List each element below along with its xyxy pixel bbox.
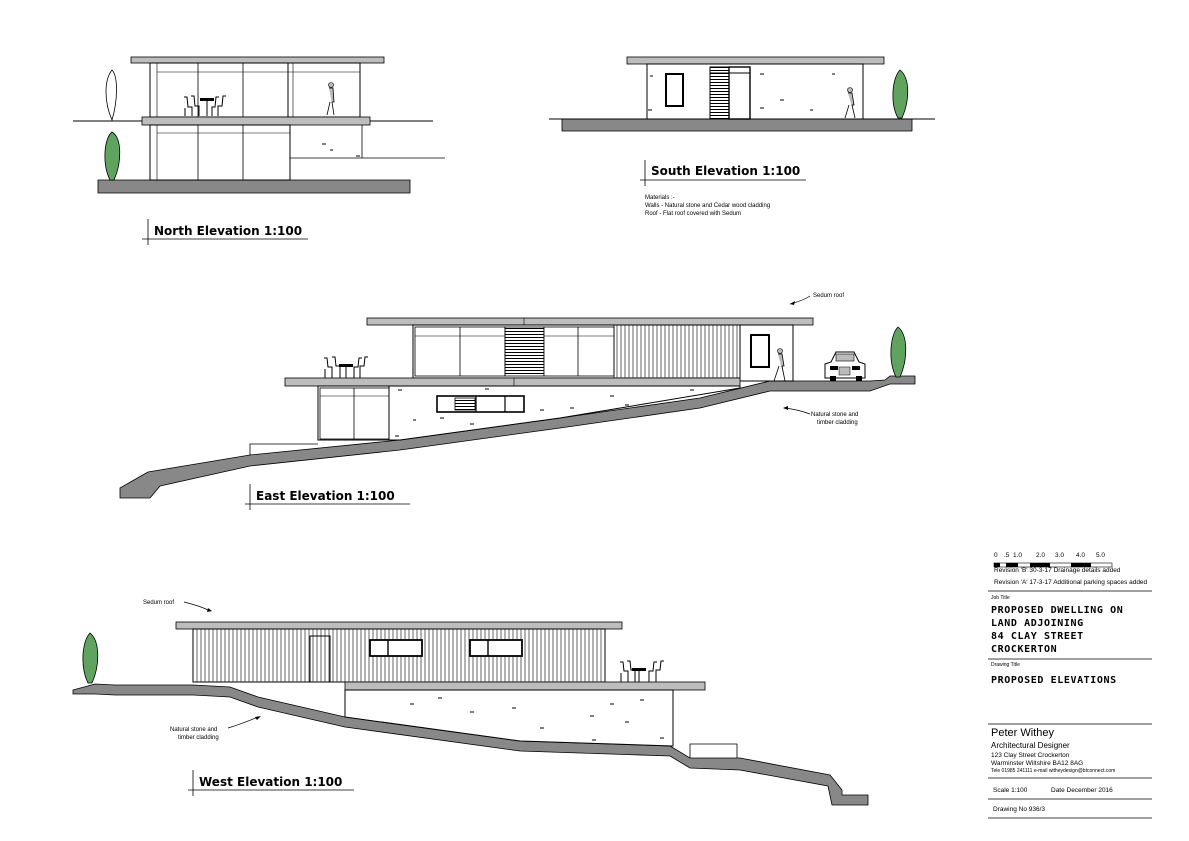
- car-icon: [824, 351, 866, 381]
- job-title-label: Job Title: [991, 595, 1010, 601]
- materials-heading: Materials :-: [645, 195, 675, 201]
- designer-address-1: 123 Clay Street Crockerton: [991, 752, 1070, 759]
- title-block: 0 .5 1.0 2.0 3.0 4.0 5.0 Revision 'B' 30…: [988, 552, 1152, 819]
- job-title-line: PROPOSED DWELLING ON: [991, 605, 1123, 616]
- scale-bar-label: 3.0: [1055, 552, 1064, 559]
- drawing-title-label: Drawing Title: [991, 662, 1020, 668]
- east-label-sedum-roof: Sedum roof: [813, 293, 844, 299]
- materials-roof: Roof - Flat roof covered with Sedum: [645, 211, 741, 217]
- table-and-chairs-icon: [620, 660, 664, 682]
- east-elevation-title: East Elevation 1:100: [256, 489, 395, 503]
- scale-text: Scale 1:100: [993, 787, 1028, 794]
- tree-icon: [892, 69, 909, 119]
- scale-bar-label: 4.0: [1076, 552, 1085, 559]
- north-elevation: North Elevation 1:100: [73, 56, 445, 245]
- person-icon: [773, 348, 786, 382]
- south-elevation-title: South Elevation 1:100: [651, 164, 800, 178]
- job-title-line: LAND ADJOINING: [991, 618, 1084, 629]
- east-label-walls-1: Natural stone and: [811, 412, 858, 418]
- tree-icon: [104, 131, 121, 181]
- west-label-walls-2: timber cladding: [178, 735, 219, 741]
- scale-bar-label: 1.0: [1013, 552, 1022, 559]
- scale-bar-label: 0: [994, 552, 998, 559]
- tree-icon: [890, 326, 907, 378]
- revision-b: Revision 'B' 30-3-17 Drainage details ad…: [994, 567, 1121, 574]
- person-icon: [844, 87, 856, 119]
- job-title-line: CROCKERTON: [991, 644, 1057, 655]
- east-label-walls-2: timber cladding: [817, 420, 858, 426]
- scale-bar: 0 .5 1.0 2.0 3.0 4.0 5.0: [993, 552, 1113, 568]
- table-and-chairs-icon: [184, 95, 226, 116]
- table-and-chairs-icon: [324, 356, 368, 378]
- drawing-title: PROPOSED ELEVATIONS: [991, 675, 1117, 686]
- south-elevation: South Elevation 1:100 Materials :- Walls…: [549, 56, 935, 217]
- tree-icon: [105, 69, 117, 122]
- designer-role: Architectural Designer: [991, 741, 1070, 750]
- tree-icon: [82, 632, 99, 684]
- designer-name: Peter Withey: [991, 727, 1054, 739]
- designer-contact: Tele 01985 241111 e-mail witheydesign@bt…: [991, 768, 1115, 774]
- scale-bar-label: 2.0: [1036, 552, 1045, 559]
- east-elevation: Sedum roof Natural stone and timber clad…: [119, 293, 916, 510]
- revision-a: Revision 'A' 17-3-17 Additional parking …: [994, 579, 1148, 586]
- designer-address-2: Warminster Wiltshire BA12 8AG: [991, 760, 1083, 767]
- person-icon: [326, 82, 335, 116]
- materials-walls: Walls - Natural stone and Cedar wood cla…: [645, 203, 770, 209]
- drawing-number: Drawing No 936/3: [993, 806, 1045, 813]
- west-label-sedum-roof: Sedum roof: [143, 600, 174, 606]
- west-elevation-title: West Elevation 1:100: [199, 775, 342, 789]
- job-title-line: 84 CLAY STREET: [991, 631, 1084, 642]
- west-label-walls-1: Natural stone and: [170, 727, 217, 733]
- north-elevation-title: North Elevation 1:100: [154, 224, 302, 238]
- scale-bar-label: 5.0: [1096, 552, 1105, 559]
- date-text: Date December 2016: [1051, 787, 1113, 794]
- west-elevation: Sedum roof Natural stone and timber clad…: [72, 600, 869, 806]
- scale-bar-label: .5: [1004, 552, 1010, 559]
